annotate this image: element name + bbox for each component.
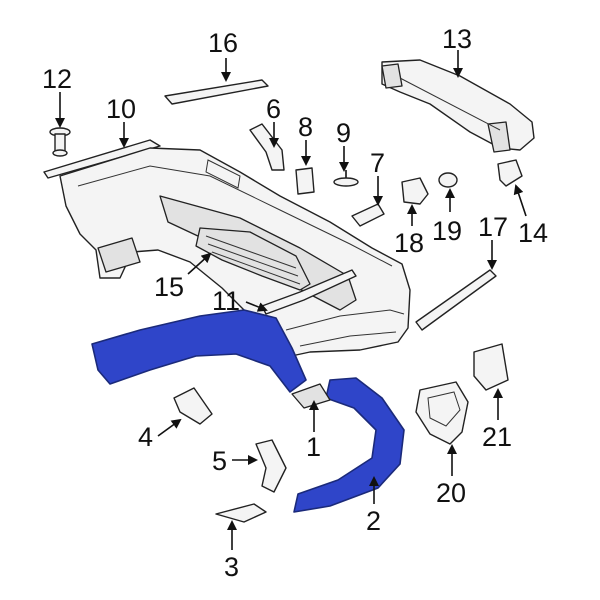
callout-3: 3 <box>224 552 239 582</box>
callout-4: 4 <box>138 422 153 452</box>
part-14-bracket[interactable] <box>497 159 523 187</box>
part-18-holder[interactable] <box>401 177 429 205</box>
callout-15: 15 <box>154 272 184 302</box>
leader-lines <box>55 50 527 550</box>
callout-17: 17 <box>478 212 508 242</box>
callout-8: 8 <box>298 112 313 142</box>
callout-5: 5 <box>212 446 227 476</box>
callout-21: 21 <box>482 422 512 452</box>
callout-9: 9 <box>336 118 351 148</box>
part-5-bracket[interactable] <box>255 439 287 493</box>
callout-1: 1 <box>306 432 321 462</box>
part-1-bracket[interactable] <box>291 383 331 409</box>
callout-12: 12 <box>42 64 72 94</box>
part-11-molding[interactable] <box>261 269 357 315</box>
callout-11: 11 <box>212 286 240 316</box>
callout-10: 10 <box>106 94 136 124</box>
callout-2: 2 <box>366 506 381 536</box>
callout-13: 13 <box>442 24 472 54</box>
callout-14: 14 <box>518 218 548 248</box>
callout-labels: 16 13 12 10 6 8 9 7 18 19 17 14 15 11 1 … <box>42 24 548 582</box>
callout-6: 6 <box>266 94 281 124</box>
part-16-trim-strip[interactable] <box>164 79 269 105</box>
part-7-bracket[interactable] <box>351 203 385 227</box>
part-17-side-molding[interactable] <box>415 269 497 331</box>
callout-16: 16 <box>208 28 238 58</box>
callout-20: 20 <box>436 478 466 508</box>
callout-18: 18 <box>394 228 424 258</box>
part-4-bracket[interactable] <box>173 387 213 425</box>
part-10-upper-trim[interactable] <box>43 139 161 179</box>
part-3-bracket[interactable] <box>215 503 267 523</box>
part-21-cover[interactable] <box>473 343 509 391</box>
part-20-housing[interactable] <box>415 381 469 445</box>
part-8-reflector[interactable] <box>295 167 315 195</box>
part-15-grille[interactable] <box>195 227 311 291</box>
part-12-clip[interactable] <box>49 127 71 157</box>
part-9-cable[interactable] <box>333 170 359 187</box>
part-19-sensor[interactable] <box>438 172 458 188</box>
callout-7: 7 <box>370 148 385 178</box>
part-6-bracket[interactable] <box>249 123 285 171</box>
callout-19: 19 <box>432 216 462 246</box>
